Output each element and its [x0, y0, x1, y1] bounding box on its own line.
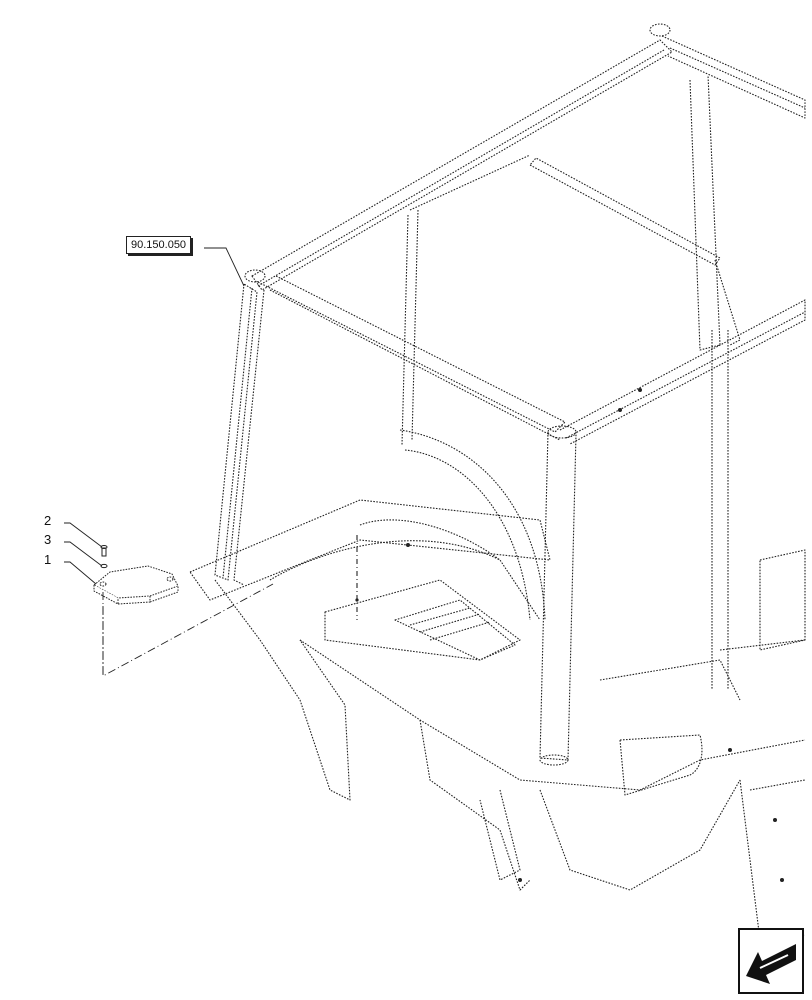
callout-leader	[204, 247, 245, 287]
rear-fender	[399, 429, 546, 621]
part-label-1: 1	[44, 552, 52, 567]
roof-rail-right	[559, 299, 806, 445]
arrow-back-icon	[738, 928, 804, 994]
front-pillar-right	[539, 431, 577, 761]
part-label-3: 3	[44, 532, 52, 547]
washer-part	[100, 563, 108, 569]
cab-floor	[189, 499, 551, 601]
screw-part	[100, 545, 108, 557]
roof-rail-front	[257, 275, 566, 433]
console-box	[324, 579, 521, 661]
front-pillar-left	[214, 283, 258, 581]
bracket-part	[93, 565, 179, 605]
rear-pillar-right	[689, 74, 721, 351]
part-label-2: 2	[44, 513, 52, 528]
main-frame	[214, 579, 351, 801]
rear-pillar-left	[401, 209, 419, 446]
reference-callout[interactable]: 90.150.050	[126, 236, 192, 254]
roof-rail-rear	[661, 35, 806, 119]
previous-page-button[interactable]	[738, 928, 804, 994]
